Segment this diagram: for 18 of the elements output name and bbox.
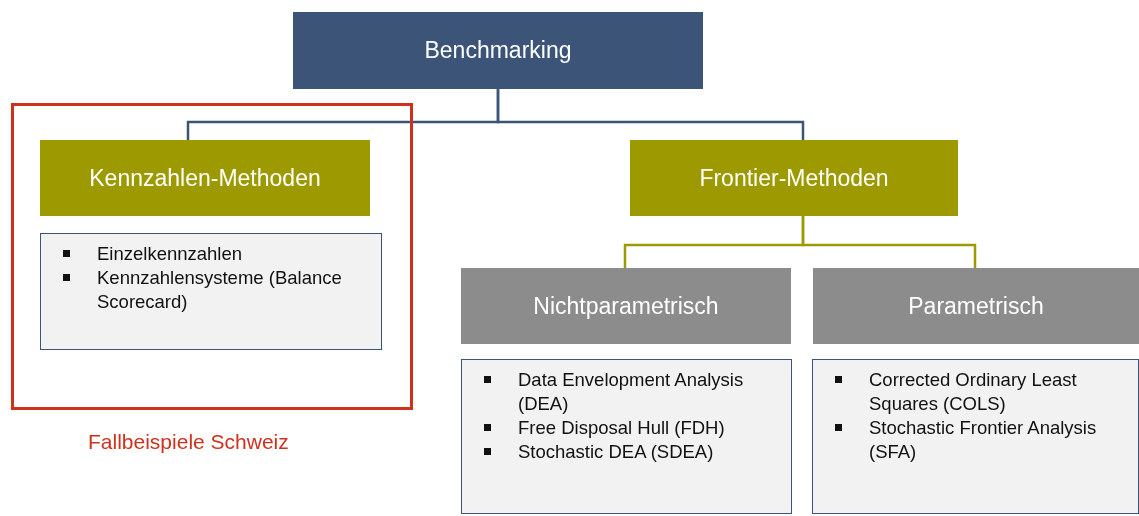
subcategory-box: Parametrisch (813, 268, 1139, 344)
subcategory-box: Nichtparametrisch (461, 268, 791, 344)
list-panel (812, 359, 1139, 514)
bullet-item: Einzelkennzahlen (61, 242, 371, 266)
category-box: Kennzahlen-Methoden (40, 140, 370, 216)
bullet-item: Corrected Ordinary Least Squares (COLS) (833, 368, 1128, 416)
connector-line (801, 216, 977, 268)
bullet-item: Kennzahlensysteme (Balance Scorecard) (61, 266, 371, 314)
list-panel (461, 359, 792, 514)
bullet-item: Free Disposal Hull (FDH) (482, 416, 781, 440)
bullet-item: Stochastic DEA (SDEA) (482, 440, 781, 464)
title-box: Benchmarking (293, 12, 703, 89)
list-panel (40, 233, 382, 350)
bullet-item: Data Envelopment Analysis (DEA) (482, 368, 781, 416)
bullet-item: Stochastic Frontier Analysis (SFA) (833, 416, 1128, 464)
frame-caption: Fallbeispiele Schweiz (88, 430, 289, 454)
connector-line (496, 89, 805, 140)
category-box: Frontier-Methoden (630, 140, 958, 216)
